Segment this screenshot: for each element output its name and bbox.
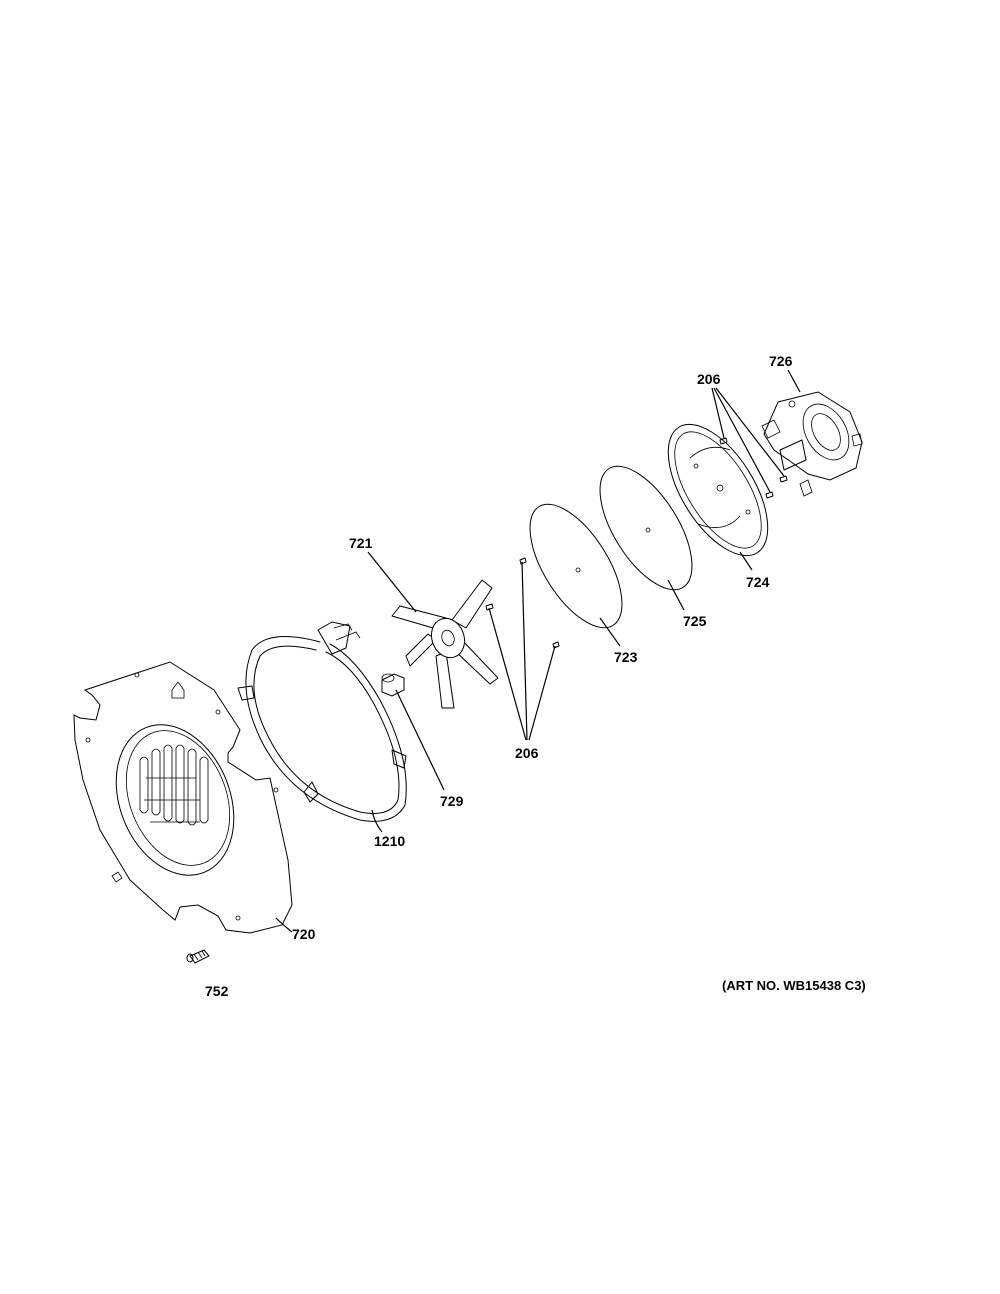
leader-lines [275,369,801,933]
callout-726: 726 [769,353,793,369]
callout-724: 724 [746,574,770,590]
nut-729 [381,673,405,697]
motor-mount-plate-724 [667,423,769,557]
screws-206-bottom [485,557,560,649]
callout-labels: 726 206 721 724 725 723 206 729 1210 720… [205,353,793,999]
disc-725 [599,465,693,591]
callout-725: 725 [683,613,707,629]
rear-baffle-plate-720 [73,661,293,934]
callout-206-bottom: 206 [515,745,539,761]
fan-motor-726 [761,391,863,497]
screws-206-top [719,437,788,499]
callout-729: 729 [440,793,464,809]
callout-752: 752 [205,983,229,999]
callout-206-top: 206 [697,371,721,387]
callout-720: 720 [292,926,316,942]
callout-723: 723 [614,649,638,665]
callout-1210: 1210 [374,833,405,849]
screw-752 [186,949,210,964]
insulation-disc-723 [529,503,623,629]
heating-element-1210 [237,621,407,822]
callout-721: 721 [349,535,373,551]
art-number: (ART NO. WB15438 C3) [722,978,866,993]
fan-blade-721 [391,579,499,709]
